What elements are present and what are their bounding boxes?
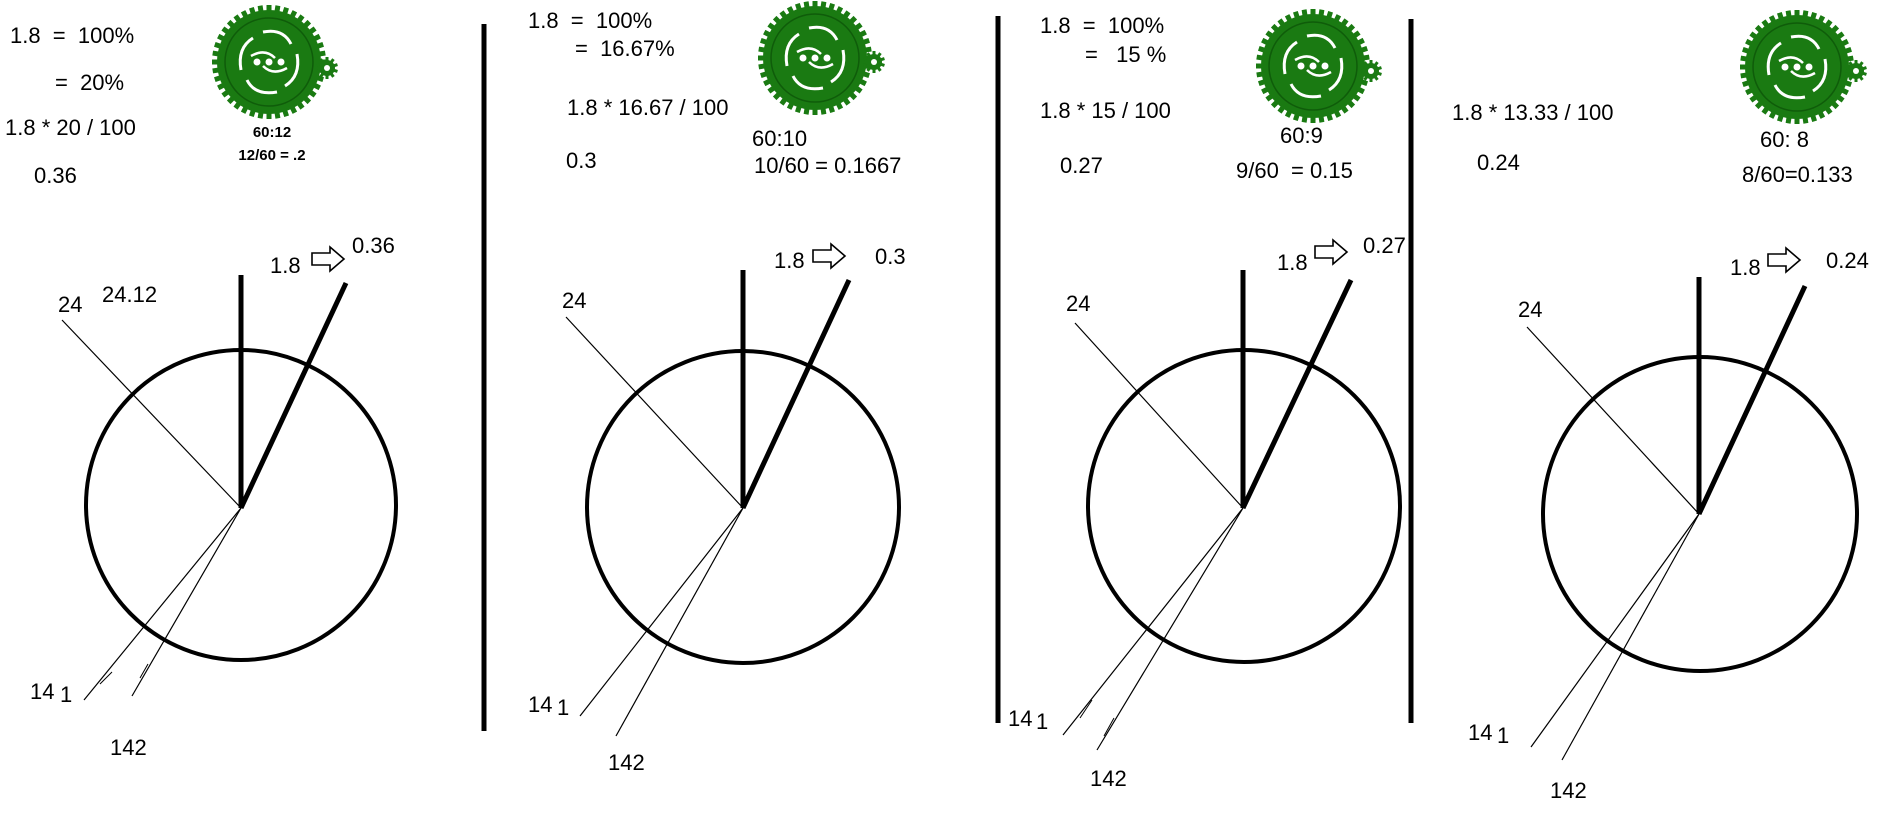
- gear-ratio-calc: 8/60=0.133: [1742, 162, 1853, 187]
- result-needle: [740, 278, 852, 510]
- calc-line-4: 0.36: [34, 163, 77, 188]
- tick-mark: [139, 663, 149, 679]
- back-label-1: 14: [1008, 706, 1032, 731]
- tick-mark: [1079, 699, 1093, 719]
- start-value-label: 1.8: [1277, 250, 1308, 275]
- result-needle: [1696, 284, 1808, 516]
- calculation-notes: 1.8 * 13.33 / 100 0.24: [1452, 100, 1613, 175]
- gear-icon: [1254, 7, 1382, 125]
- gear-ratio-calc: 9/60 = 0.15: [1236, 158, 1353, 183]
- back-line: [579, 507, 744, 717]
- calc-line-3: 1.8 * 15 / 100: [1040, 98, 1171, 123]
- gear-ratio: 60:10: [752, 126, 807, 151]
- gear-ratio: 60: 8: [1760, 127, 1809, 152]
- back-label-3: 142: [1090, 766, 1127, 791]
- reference-line: [565, 316, 744, 509]
- calculation-notes: 1.8 = 100% = 15 % 1.8 * 15 / 100 0.27: [1040, 13, 1171, 178]
- outline-arrow-right-icon: [1767, 247, 1801, 273]
- result-needle: [238, 281, 349, 510]
- back-label-1: 14: [30, 679, 54, 704]
- back-line: [1561, 513, 1700, 761]
- panel-1: 1.8 = 100% = 20% 1.8 * 20 / 100 0.36 60:…: [5, 3, 398, 760]
- result-value-label: 0.27: [1363, 233, 1406, 258]
- reference-value-label: 24: [58, 292, 82, 317]
- calc-line-4: 0.24: [1477, 150, 1520, 175]
- reference-line: [1074, 322, 1244, 509]
- calc-line-4: 0.27: [1060, 153, 1103, 178]
- start-value-label: 1.8: [1730, 255, 1761, 280]
- result-value-label: 0.36: [352, 233, 395, 258]
- gear-ratio-calc: 10/60 = 0.1667: [754, 153, 901, 178]
- result-value-label: 0.3: [875, 244, 906, 269]
- calc-line-2: = 15 %: [1085, 42, 1166, 67]
- calc-line-1: 1.8 = 100%: [528, 8, 652, 33]
- outline-arrow-right-icon: [812, 243, 846, 269]
- back-label-3: 142: [1550, 778, 1587, 803]
- outline-arrow-right-icon: [1314, 239, 1348, 265]
- calc-line-4: 0.3: [566, 148, 597, 173]
- gear-ratio-calc: 12/60 = .2: [238, 147, 305, 164]
- gear-ratio: 60:12: [253, 124, 291, 141]
- back-line: [1096, 507, 1244, 751]
- result-value-label: 0.24: [1826, 248, 1869, 273]
- start-value-label: 1.8: [270, 253, 301, 278]
- dial: [1062, 270, 1402, 751]
- reference-line: [1526, 326, 1700, 515]
- calculation-notes: 1.8 = 100% = 16.67% 1.8 * 16.67 / 100 0.…: [528, 8, 728, 173]
- tick-mark: [99, 671, 113, 685]
- gear-icon: [1738, 8, 1867, 126]
- back-line: [83, 507, 242, 701]
- outline-arrow-right-icon: [311, 246, 345, 272]
- back-line: [1062, 507, 1244, 736]
- back-label-2: 1: [1036, 709, 1048, 734]
- start-value-label: 1.8: [774, 248, 805, 273]
- back-label-2: 1: [1497, 723, 1509, 748]
- result-needle: [1240, 278, 1354, 510]
- reference-value-label: 24: [1518, 297, 1542, 322]
- panel-2: 1.8 = 100% = 16.67% 1.8 * 16.67 / 100 0.…: [528, 0, 906, 775]
- panel-3: 1.8 = 100% = 15 % 1.8 * 15 / 100 0.27 60…: [1008, 7, 1406, 791]
- dial: [1526, 277, 1859, 761]
- back-label-1: 14: [1468, 720, 1492, 745]
- gear-icon: [210, 3, 338, 121]
- dial: [565, 270, 901, 737]
- calc-line-3: 1.8 * 16.67 / 100: [567, 95, 728, 120]
- dial: [61, 275, 398, 701]
- gear-icon: [756, 0, 885, 117]
- reference-line: [61, 319, 242, 509]
- calc-line-3: 1.8 * 13.33 / 100: [1452, 100, 1613, 125]
- calc-line-1: 1.8 = 100%: [10, 23, 134, 48]
- calc-line-3: 1.8 * 20 / 100: [5, 115, 136, 140]
- calc-line-2: = 20%: [55, 70, 124, 95]
- calculation-notes: 1.8 = 100% = 20% 1.8 * 20 / 100 0.36: [5, 23, 136, 188]
- reference-value-label: 24: [562, 288, 586, 313]
- panel-4: 1.8 * 13.33 / 100 0.24 60: 8 8/60=0.133 …: [1452, 8, 1869, 803]
- tick-mark: [1103, 717, 1115, 737]
- back-line: [1530, 513, 1700, 748]
- back-line: [131, 507, 242, 697]
- back-line: [615, 507, 744, 737]
- back-label-3: 142: [608, 750, 645, 775]
- gear-ratio: 60:9: [1280, 123, 1323, 148]
- back-label-1: 14: [528, 692, 552, 717]
- back-label-3: 142: [110, 735, 147, 760]
- reference-extra-label: 24.12: [102, 282, 157, 307]
- reference-value-label: 24: [1066, 291, 1090, 316]
- calc-line-1: 1.8 = 100%: [1040, 13, 1164, 38]
- back-label-2: 1: [557, 695, 569, 720]
- back-label-2: 1: [60, 682, 72, 707]
- calc-line-2: = 16.67%: [575, 36, 675, 61]
